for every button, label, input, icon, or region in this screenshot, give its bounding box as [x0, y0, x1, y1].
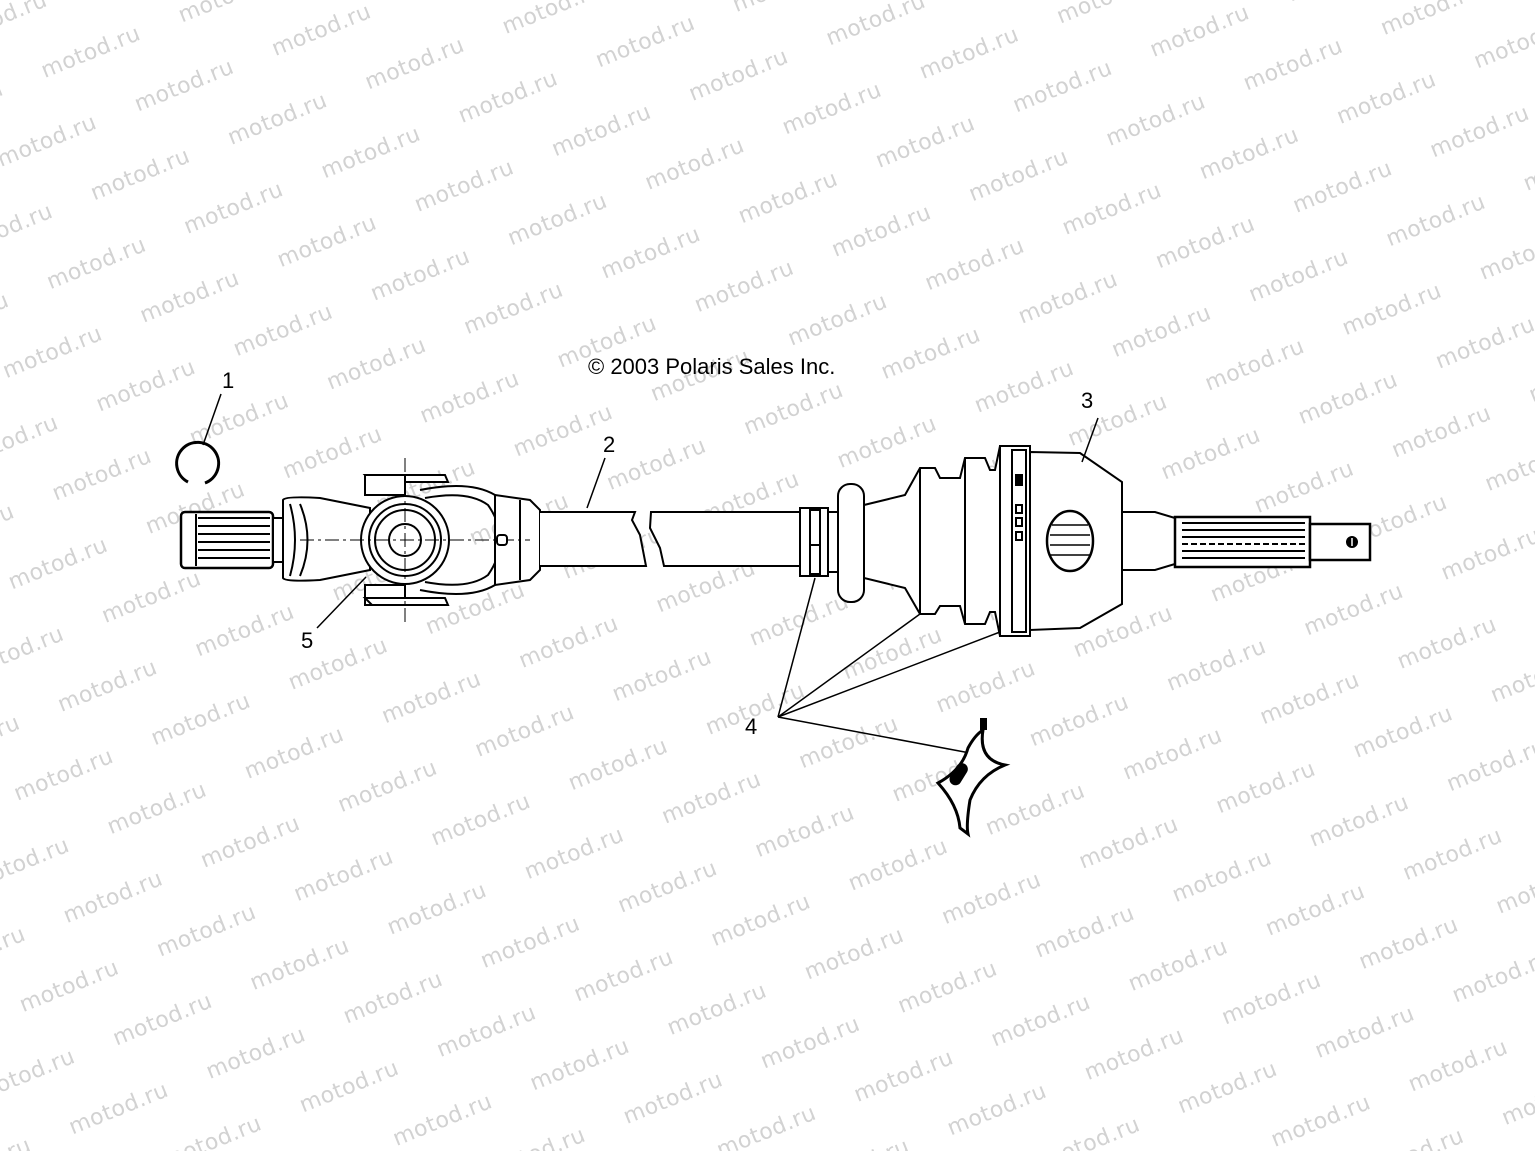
u-joint-part — [282, 458, 541, 622]
shaft-part — [540, 511, 801, 567]
leader-line-3 — [1081, 417, 1099, 463]
outer-cv-housing — [1029, 450, 1176, 632]
right-spline-stub — [1173, 515, 1372, 569]
inner-boot-clamp — [799, 507, 841, 577]
leader-line-5 — [316, 576, 367, 629]
callout-3: 3 — [1081, 388, 1094, 413]
leader-line-1 — [202, 393, 222, 446]
retaining-ring-part — [175, 440, 221, 485]
left-spline-stub — [179, 510, 284, 570]
callout-4: 4 — [745, 714, 758, 739]
leader-line-2 — [586, 457, 606, 509]
copyright-text: © 2003 Polaris Sales Inc. — [588, 354, 836, 379]
boot-clamp-part — [935, 718, 1011, 838]
cv-boot — [837, 445, 1031, 637]
callout-5: 5 — [301, 628, 314, 653]
callout-1: 1 — [222, 368, 235, 393]
leader-lines-4 — [777, 577, 1001, 754]
callout-2: 2 — [603, 432, 616, 457]
